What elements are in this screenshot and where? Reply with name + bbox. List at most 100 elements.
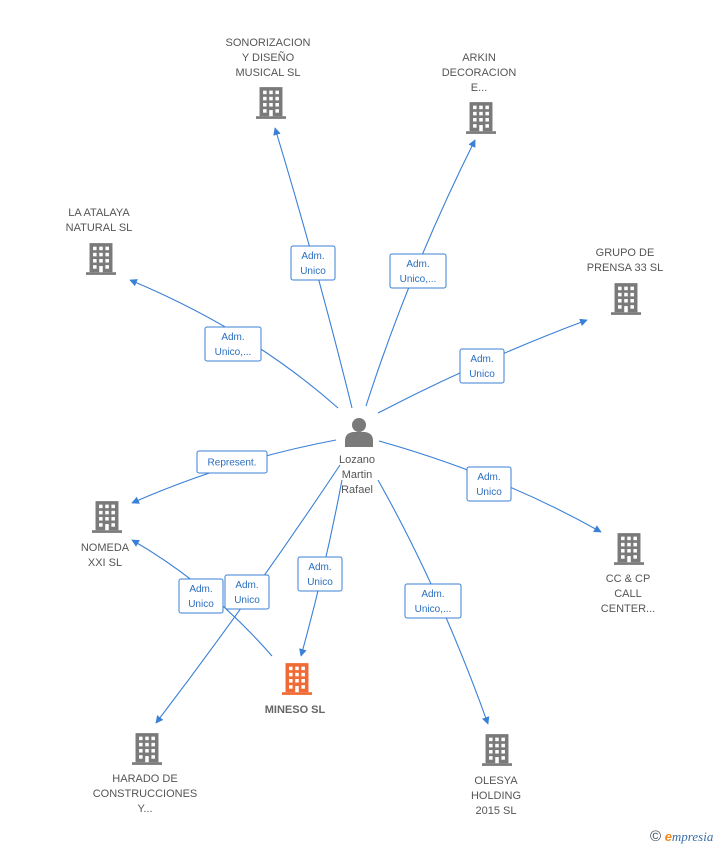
company-node-la-atalaya[interactable]: LA ATALAYA NATURAL SL <box>66 207 133 275</box>
company-name-line: CC & CP <box>606 573 651 585</box>
company-node-mineso[interactable]: MINESO SL <box>265 663 326 716</box>
relation-label-nomeda-represent[interactable]: Represent. <box>196 450 268 474</box>
company-name-line: SONORIZACION <box>226 37 311 49</box>
relation-label-box <box>466 466 512 502</box>
relation-label-mineso[interactable]: Adm. Unico <box>297 556 343 592</box>
company-name-line: CALL <box>614 588 642 600</box>
company-node-cc-cp[interactable]: CC & CP CALL CENTER... <box>601 533 655 615</box>
brand-logo: © empresia <box>650 828 713 845</box>
company-name: SONORIZACION Y DISEÑO MUSICAL SL <box>226 37 311 79</box>
building-icon <box>611 283 641 315</box>
relation-label-box <box>389 253 447 289</box>
company-name-line: CONSTRUCCIONES <box>93 788 198 800</box>
relation-label-text: Unico <box>188 599 214 610</box>
person-name-line: Martin <box>342 469 373 481</box>
company-node-grupo-prensa[interactable]: GRUPO DE PRENSA 33 SL <box>587 247 663 315</box>
relation-label-text: Adm. <box>470 354 493 365</box>
copyright-symbol: © <box>650 828 662 845</box>
relation-label-text: Unico <box>234 595 260 606</box>
relation-label-text: Unico <box>469 369 495 380</box>
relation-label-text: Adm. <box>421 589 444 600</box>
relation-label-sonorizacion[interactable]: Adm. Unico <box>290 245 336 281</box>
building-icon <box>482 734 512 766</box>
company-name-line: HOLDING <box>471 790 521 802</box>
building-icon <box>466 102 496 134</box>
building-icon <box>86 243 116 275</box>
relation-label-text: Unico <box>300 266 326 277</box>
company-name-line: OLESYA <box>474 775 518 787</box>
relation-label-text: Adm. <box>189 584 212 595</box>
company-name-line: E... <box>471 82 488 94</box>
company-name-line: 2015 SL <box>476 805 517 817</box>
company-name: MINESO SL <box>265 704 326 716</box>
building-icon <box>256 87 286 119</box>
building-icon <box>132 733 162 765</box>
relation-label-la-atalaya[interactable]: Adm. Unico,... <box>204 326 262 362</box>
company-node-nomeda[interactable]: NOMEDA XXI SL <box>81 501 130 569</box>
relation-label-box <box>178 578 224 614</box>
company-name-line: HARADO DE <box>112 773 177 785</box>
relation-label-box <box>404 583 462 619</box>
company-name-line: ARKIN <box>462 52 496 64</box>
company-node-olesya[interactable]: OLESYA HOLDING 2015 SL <box>471 734 521 817</box>
relation-label-box <box>196 450 268 474</box>
relation-label-text: Unico,... <box>415 604 452 615</box>
relation-label-text: Adm. <box>221 332 244 343</box>
relation-label-harado[interactable]: Adm. Unico <box>224 574 270 610</box>
relation-label-box <box>290 245 336 281</box>
company-name-line: XXI SL <box>88 557 122 569</box>
relation-label-text: Unico <box>307 577 333 588</box>
relation-label-text: Adm. <box>308 562 331 573</box>
company-name-line: Y... <box>137 803 152 815</box>
relation-label-olesya[interactable]: Adm. Unico,... <box>404 583 462 619</box>
brand-initial: e <box>664 829 672 844</box>
company-name-line: CENTER... <box>601 603 655 615</box>
relationship-labels: Adm.UnicoAdm.Unico,...Adm.Unico,...Adm.U… <box>178 245 512 619</box>
entity-nodes: SONORIZACION Y DISEÑO MUSICAL SL ARKIN DECOR… <box>66 37 664 817</box>
relation-label-box <box>297 556 343 592</box>
relation-label-text: Represent. <box>208 458 257 469</box>
company-name: LA ATALAYA NATURAL SL <box>66 207 133 234</box>
company-name-line: MINESO SL <box>265 704 326 716</box>
relation-label-text: Adm. <box>235 580 258 591</box>
company-name-line: NATURAL SL <box>66 222 133 234</box>
relation-label-box <box>204 326 262 362</box>
building-icon <box>282 663 312 695</box>
company-node-sonorizacion[interactable]: SONORIZACION Y DISEÑO MUSICAL SL <box>226 37 311 119</box>
relation-label-grupo-prensa[interactable]: Adm. Unico <box>459 348 505 384</box>
relation-label-text: Unico <box>476 487 502 498</box>
relation-label-text: Unico,... <box>215 347 252 358</box>
relation-label-text: Unico,... <box>400 274 437 285</box>
relation-label-box <box>459 348 505 384</box>
company-name: NOMEDA XXI SL <box>81 542 130 569</box>
company-node-arkin[interactable]: ARKIN DECORACION E... <box>442 52 517 134</box>
relation-label-arkin[interactable]: Adm. Unico,... <box>389 253 447 289</box>
person-name-line: Rafael <box>341 484 373 496</box>
company-name: HARADO DE CONSTRUCCIONES Y... <box>93 773 198 815</box>
company-node-harado[interactable]: HARADO DE CONSTRUCCIONES Y... <box>93 733 198 815</box>
relation-label-text: Adm. <box>477 472 500 483</box>
relation-label-text: Adm. <box>406 259 429 270</box>
company-name: CC & CP CALL CENTER... <box>601 573 655 615</box>
relation-label-nomeda-adm[interactable]: Adm. Unico <box>178 578 224 614</box>
person-name-line: Lozano <box>339 454 375 466</box>
company-name-line: LA ATALAYA <box>68 207 130 219</box>
person-icon <box>345 418 373 447</box>
brand-name: mpresia <box>671 829 714 844</box>
relation-label-text: Adm. <box>301 251 324 262</box>
company-name-line: PRENSA 33 SL <box>587 262 663 274</box>
relation-label-box <box>224 574 270 610</box>
company-name-line: Y DISEÑO <box>242 51 295 64</box>
relation-label-cc-cp[interactable]: Adm. Unico <box>466 466 512 502</box>
company-name-line: MUSICAL SL <box>235 67 300 79</box>
building-icon <box>614 533 644 565</box>
building-icon <box>92 501 122 533</box>
company-name-line: GRUPO DE <box>596 247 655 259</box>
company-name-line: DECORACION <box>442 67 517 79</box>
company-name: GRUPO DE PRENSA 33 SL <box>587 247 663 274</box>
company-name-line: NOMEDA <box>81 542 130 554</box>
company-name: OLESYA HOLDING 2015 SL <box>471 775 521 817</box>
